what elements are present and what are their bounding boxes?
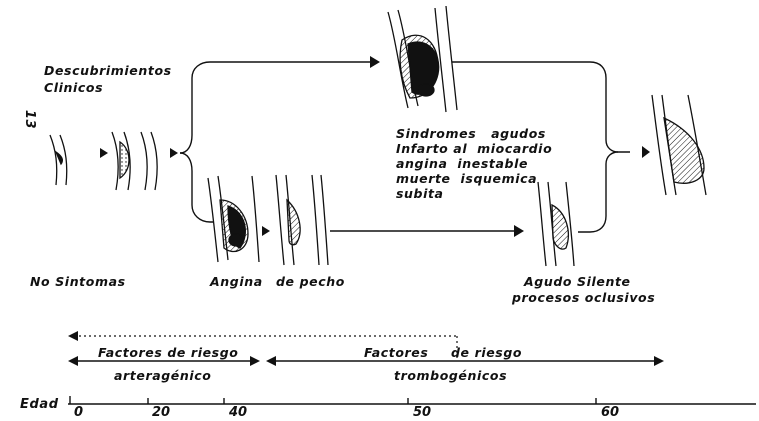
label-descubrimientos: Descubrimientos (44, 63, 172, 78)
age-tick-label: 0 (74, 405, 83, 420)
label-atherogenic-top: Factores de riesgo (98, 345, 238, 360)
age-tick-label: 20 (152, 405, 170, 420)
age-tick-label: 60 (601, 405, 619, 420)
dotted-arrow-head (68, 331, 78, 341)
age-axis-label: Edad (20, 397, 59, 412)
arrow-head-1 (100, 148, 108, 158)
label-atherogenic-bottom: arteragénico (114, 368, 211, 383)
artery-angina (208, 176, 259, 262)
artery-stage-early-plaque (112, 132, 157, 190)
arrow-head-2 (170, 148, 178, 158)
label-thrombogenic-bottom: trombogénicos (394, 368, 507, 383)
merge-brace-lower (578, 152, 618, 232)
label-clinicos: Clinicos (44, 80, 103, 95)
arrow-head-upper (370, 56, 380, 68)
label-de-pecho: de pecho (276, 274, 345, 289)
label-angina: Angina (210, 274, 263, 289)
thrombogenic-arrow-right (654, 356, 664, 366)
arrow-head-final (642, 146, 650, 158)
artery-occlusive-final (652, 95, 706, 195)
artery-acute-thrombus (388, 6, 457, 112)
label-no-symptoms: No Sintomas (30, 274, 126, 289)
atherogenic-arrow-right (250, 356, 260, 366)
label-thrombogenic-top-b: de riesgo (451, 345, 522, 360)
age-tick-label: 40 (229, 405, 247, 420)
atherogenic-arrow-left (68, 356, 78, 366)
artery-stage-normal (50, 135, 67, 185)
label-agudo-silente: Agudo Silente (524, 274, 631, 289)
label-thrombogenic-top-a: Factores (364, 345, 428, 360)
arrow-head-angina (262, 226, 270, 236)
thrombogenic-arrow-left (266, 356, 276, 366)
label-procesos-oclusivos: procesos oclusivos (512, 290, 655, 305)
label-acute-syndromes: Sindromes agudos Infarto al miocardio an… (396, 126, 552, 201)
age-tick-label: 50 (413, 405, 431, 420)
page-number: 13 (22, 110, 37, 129)
branch-upper (180, 62, 378, 153)
arrow-head-progression (514, 225, 524, 237)
artery-stable-plaque (276, 175, 328, 265)
